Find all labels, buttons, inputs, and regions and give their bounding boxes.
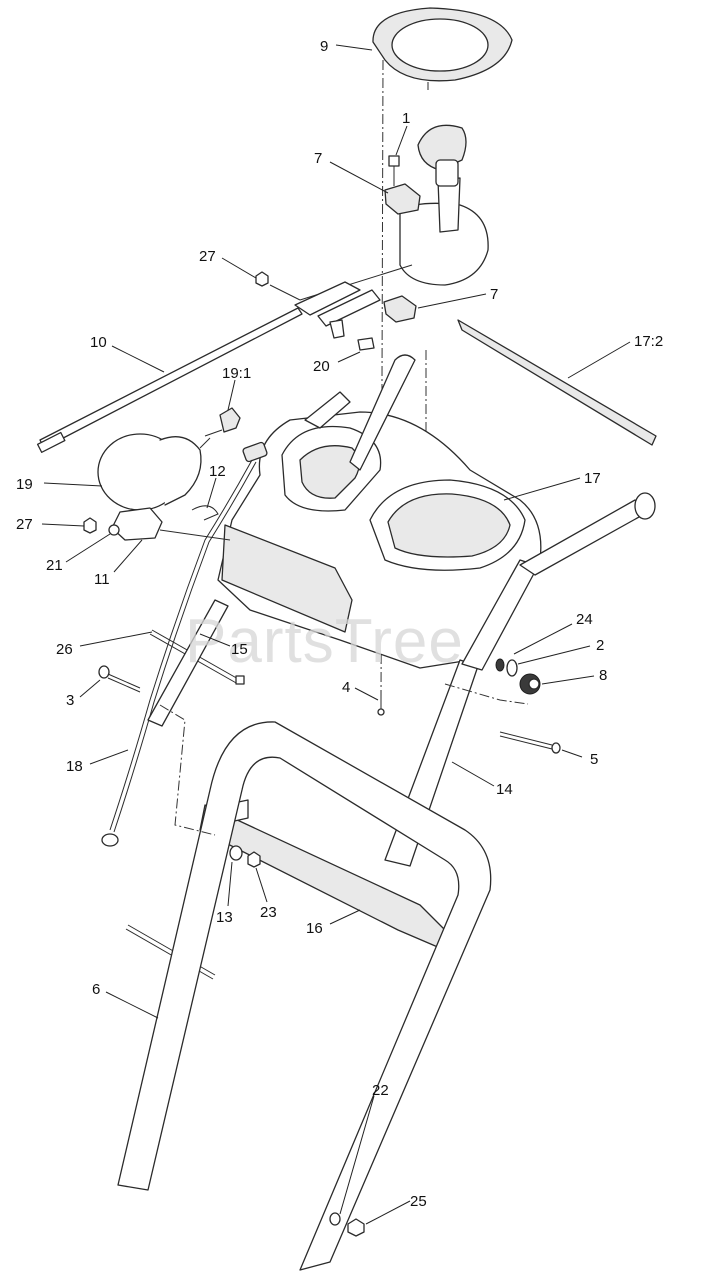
callout-6: 6 (92, 981, 100, 998)
part-15-cable-tie[interactable] (235, 675, 245, 685)
part-1-bolt[interactable] (388, 155, 400, 186)
shift-linkage-plate[interactable] (269, 281, 381, 327)
part-27-nut-upper[interactable] (255, 271, 269, 287)
callout-19-1: 19:1 (222, 365, 251, 382)
part-7-bracket-upper[interactable] (384, 183, 421, 215)
wire-connector[interactable] (242, 441, 268, 463)
left-handle-post[interactable] (147, 599, 229, 727)
part-18-wire-harness[interactable] (101, 459, 257, 847)
part-17-2-seal-strip[interactable] (457, 319, 657, 446)
callout-16: 16 (306, 920, 323, 937)
routing-dashed-guide-right (444, 683, 529, 705)
part-8-knob[interactable] (519, 673, 541, 695)
callout-12: 12 (209, 463, 226, 480)
part-27-nut-lower[interactable] (83, 517, 97, 534)
part-22-washer[interactable] (329, 1212, 341, 1226)
callout-11: 11 (94, 571, 110, 588)
callout-18: 18 (66, 758, 83, 775)
part-10-shift-rod[interactable] (36, 307, 303, 454)
callout-5: 5 (590, 751, 598, 768)
watermark-text: PartsTree (185, 607, 464, 676)
part-12-wire-clip[interactable] (191, 505, 219, 521)
routing-dashed-guide-left (159, 704, 216, 836)
part-2-washer[interactable] (506, 659, 518, 677)
callout-13: 13 (216, 909, 233, 926)
part-5-bolt[interactable] (499, 731, 561, 754)
part-3-bolt[interactable] (98, 665, 141, 693)
part-24-washer[interactable] (495, 658, 505, 672)
part-7-bracket-lower[interactable] (383, 295, 417, 323)
callout-25: 25 (410, 1193, 427, 1210)
callout-22: 22 (372, 1082, 389, 1099)
callout-19: 19 (16, 476, 33, 493)
callout-4: 4 (342, 679, 350, 696)
assembly-axis-line (380, 59, 384, 701)
part-20-clip-pin[interactable] (329, 319, 375, 351)
callout-10: 10 (90, 334, 107, 351)
callout-27-lower: 27 (16, 516, 33, 533)
callout-17: 17 (584, 470, 601, 487)
part-21-washer[interactable] (108, 524, 120, 536)
callout-21: 21 (46, 557, 63, 574)
shift-lever-assembly[interactable] (299, 124, 489, 301)
part-19-headlight[interactable] (97, 433, 211, 511)
part-9-cover-plate[interactable] (372, 7, 513, 90)
callout-26: 26 (56, 641, 73, 658)
callout-8: 8 (599, 667, 607, 684)
callout-14: 14 (496, 781, 513, 798)
callout-labels: 9 1 7 27 7 10 17:2 20 19:1 19 12 17 27 2… (16, 38, 663, 1210)
leader-lines (41, 44, 631, 1225)
callout-3: 3 (66, 692, 74, 709)
callout-7-lower: 7 (490, 286, 498, 303)
callout-1: 1 (402, 110, 410, 127)
callout-7-upper: 7 (314, 150, 322, 167)
part-23-nut[interactable] (247, 851, 261, 868)
callout-15: 15 (231, 641, 248, 658)
part-11-headlight-bracket[interactable] (111, 507, 231, 541)
callout-2: 2 (596, 637, 604, 654)
callout-9: 9 (320, 38, 328, 55)
part-6-lower-handle[interactable] (117, 721, 492, 1271)
callout-17-2: 17:2 (634, 333, 663, 350)
part-19-1-bulb-socket[interactable] (204, 407, 241, 437)
part-13-washer[interactable] (229, 845, 243, 861)
callout-23: 23 (260, 904, 277, 921)
callout-27-upper: 27 (199, 248, 216, 265)
part-25-bolt[interactable] (347, 1218, 365, 1237)
part-17-dash-panel[interactable] (217, 354, 542, 669)
part-4-screw[interactable] (377, 690, 385, 716)
callout-20: 20 (313, 358, 330, 375)
callout-24: 24 (576, 611, 593, 628)
